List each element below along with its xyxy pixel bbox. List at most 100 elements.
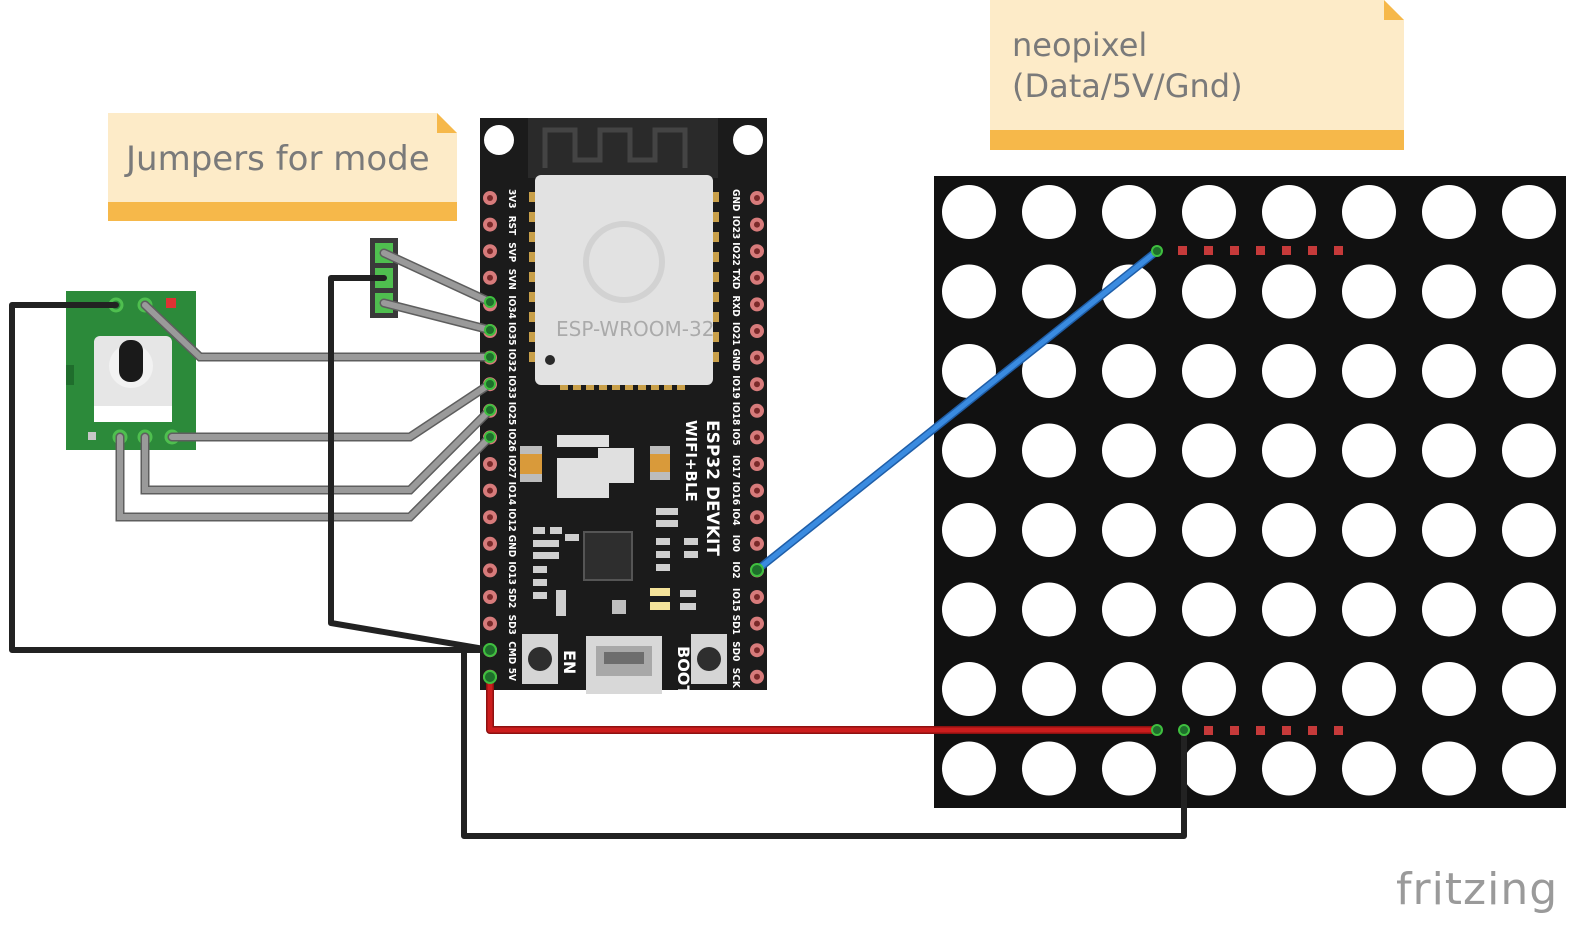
pin-left-io14[interactable]: IO14 — [483, 482, 517, 506]
rotary-encoder — [66, 291, 196, 450]
led-dot — [1502, 503, 1556, 557]
module-pads — [529, 192, 719, 390]
led-dot — [1502, 185, 1556, 239]
boot-label: BOOT — [674, 646, 693, 696]
encoder-knob-icon[interactable] — [119, 340, 143, 382]
fritzing-logo: fritzing — [1396, 864, 1558, 915]
led-dot — [1102, 582, 1156, 637]
pin-label: GND — [506, 535, 517, 557]
led-dot — [1022, 503, 1076, 557]
pin-right-io21[interactable]: IO21 — [730, 322, 764, 346]
boot-button[interactable] — [691, 634, 727, 684]
led-dot — [1502, 741, 1556, 796]
led-dot — [1262, 662, 1316, 716]
led-dot — [1182, 185, 1236, 239]
note-jumpers: Jumpers for mode — [108, 113, 457, 221]
wire-red-5v — [486, 673, 1161, 734]
pin-label: IO25 — [506, 402, 517, 426]
led-dot — [1342, 503, 1396, 557]
pin-left-rst[interactable]: RST — [483, 216, 517, 236]
pin-right-sd1[interactable]: SD1 — [730, 615, 764, 635]
pin-label: IO19 — [730, 375, 741, 399]
pin-label: IO15 — [730, 588, 741, 612]
pin-right-io16[interactable]: IO16 — [730, 482, 764, 506]
pin-right-io22[interactable]: IO22 — [730, 242, 764, 266]
led-dot — [1502, 264, 1556, 319]
led-dot — [1182, 582, 1236, 637]
wifi-module-shield — [535, 175, 713, 385]
led-dot — [1182, 503, 1236, 557]
led-dot — [1342, 662, 1396, 716]
note-neopixel-line1: neopixel — [1012, 26, 1147, 64]
pin-right-io18[interactable]: IO18 — [730, 402, 764, 426]
led-dot — [1262, 264, 1316, 319]
led-dot — [1342, 344, 1396, 398]
pin-right-io23[interactable]: IO23 — [730, 216, 764, 240]
pin-label: IO18 — [730, 402, 741, 426]
led-dot — [1342, 582, 1396, 637]
pin-label: SVP — [506, 242, 517, 262]
led-dot — [942, 741, 996, 796]
pin-left-io27[interactable]: IO27 — [483, 455, 517, 479]
pin-right-io0[interactable]: IO0 — [730, 535, 764, 552]
smd-components — [533, 508, 698, 616]
pin-label: 3V3 — [506, 189, 517, 208]
pin-label: IO2 — [730, 561, 741, 578]
pin-right-gnd[interactable]: GND — [730, 349, 764, 371]
pin-left-gnd[interactable]: GND — [483, 535, 517, 557]
led-dot — [942, 185, 996, 239]
pin-right-io19[interactable]: IO19 — [730, 375, 764, 399]
led-dot — [942, 662, 996, 716]
led-dot — [1022, 264, 1076, 319]
led-dot — [1022, 344, 1076, 398]
led-dot — [1342, 264, 1396, 319]
pin-label: IO35 — [506, 322, 517, 346]
led-dot — [1262, 344, 1316, 398]
led-dot — [942, 423, 996, 478]
pin-label: IO14 — [506, 482, 517, 506]
pin-left-3v3[interactable]: 3V3 — [483, 189, 517, 208]
led-dot — [1102, 185, 1156, 239]
led-dot — [1422, 503, 1476, 557]
led-dot — [1262, 741, 1316, 796]
led-matrix-dots — [942, 185, 1556, 796]
pin-left-svp[interactable]: SVP — [483, 242, 517, 263]
pin-right-txd[interactable]: TXD — [730, 269, 764, 290]
pin-left-io13[interactable]: IO13 — [483, 561, 517, 585]
pin-left-sd2[interactable]: SD2 — [483, 588, 517, 608]
pin-label: SVN — [506, 269, 517, 290]
pin-right-gnd[interactable]: GND — [730, 189, 764, 211]
pin-label: IO0 — [730, 535, 741, 552]
led-dot — [1102, 503, 1156, 557]
led-dot — [1182, 662, 1236, 716]
pin-label: IO33 — [506, 375, 517, 399]
pin-left-svn[interactable]: SVN — [483, 269, 517, 290]
led-dot — [1502, 344, 1556, 398]
pin-left-io12[interactable]: IO12 — [483, 508, 517, 532]
matrix-connector-top — [1178, 246, 1343, 255]
led-dot — [1022, 741, 1076, 796]
pin-right-rxd[interactable]: RXD — [730, 295, 764, 317]
pin-right-io5[interactable]: IO5 — [730, 428, 764, 446]
led-dot — [1022, 423, 1076, 478]
pin-right-sck[interactable]: SCK — [730, 668, 764, 689]
led-dot — [1102, 344, 1156, 398]
pin-right-io17[interactable]: IO17 — [730, 455, 764, 479]
pin-right-io4[interactable]: IO4 — [730, 508, 764, 525]
note-neopixel-line2: (Data/5V/Gnd) — [1012, 67, 1243, 105]
esp32-board: ESP-WROOM-32 — [480, 118, 767, 696]
en-button[interactable] — [522, 634, 558, 684]
pin-label: SCK — [730, 668, 741, 689]
led-dot — [1102, 662, 1156, 716]
pin-label: IO16 — [730, 482, 741, 506]
led-dot — [1102, 264, 1156, 319]
led-dot — [1502, 662, 1556, 716]
pin-label: CMD — [506, 641, 517, 664]
pin-right-io15[interactable]: IO15 — [730, 588, 764, 612]
led-dot — [1182, 423, 1236, 478]
pin-label: IO17 — [730, 455, 741, 479]
pin-label: GND — [730, 349, 741, 371]
pin-left-sd3[interactable]: SD3 — [483, 615, 517, 635]
pin-right-sd0[interactable]: SD0 — [730, 641, 764, 661]
